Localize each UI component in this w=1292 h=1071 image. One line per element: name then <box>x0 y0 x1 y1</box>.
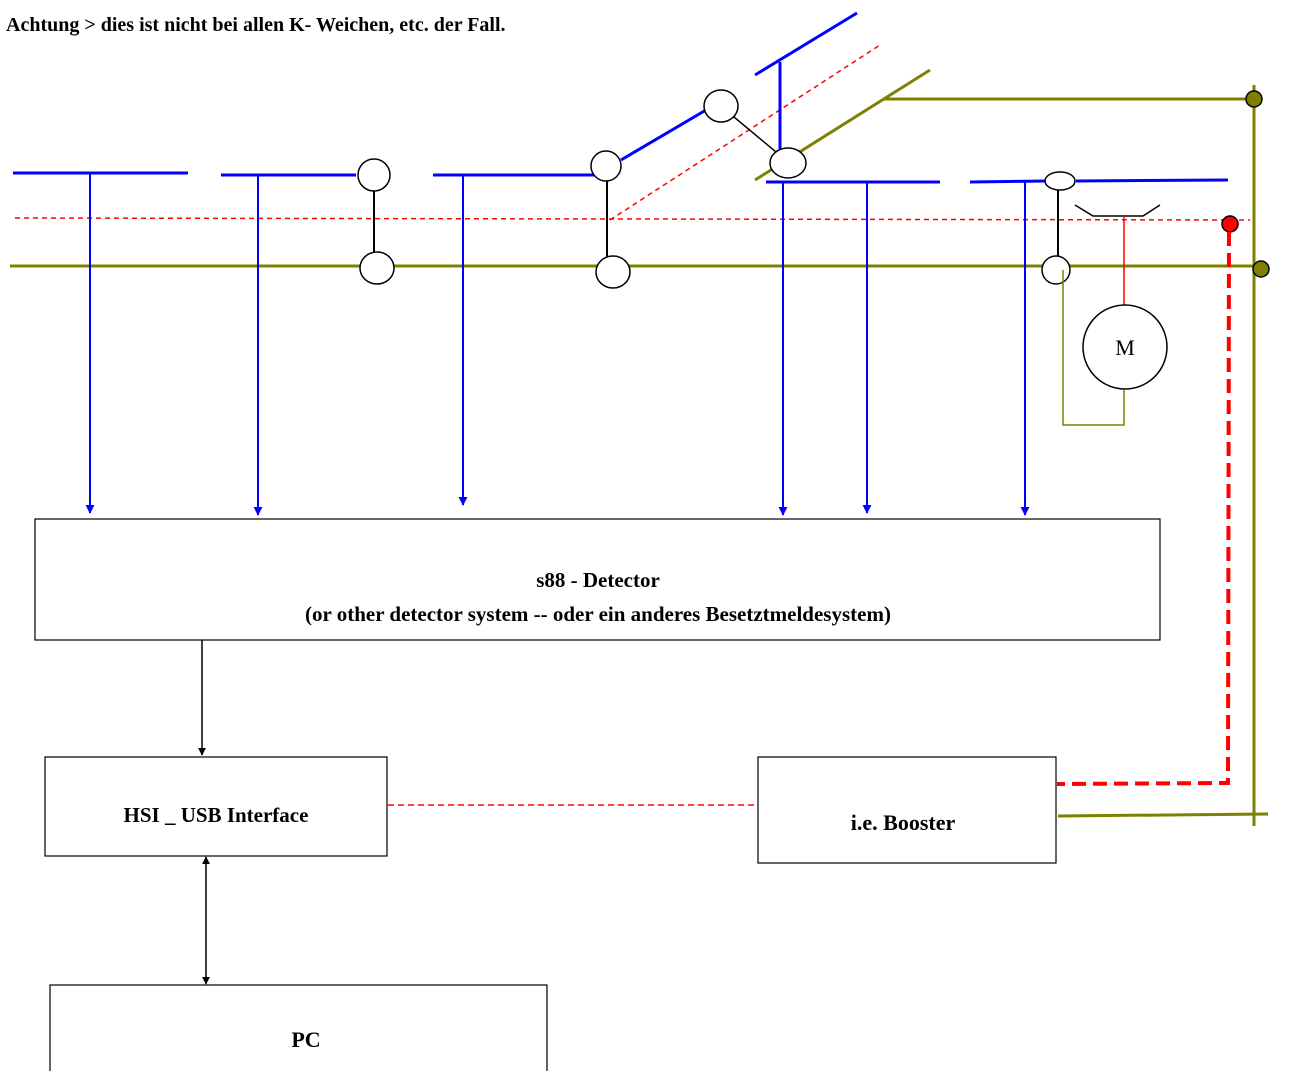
wheel-icon <box>703 89 739 123</box>
blue-rail-diagonal <box>620 108 707 162</box>
booster-label: i.e. Booster <box>851 810 956 835</box>
blue-rail-segments <box>13 11 1229 184</box>
motor-label: M <box>1115 335 1135 360</box>
terminal-dot-lower <box>1252 260 1270 278</box>
wheel-icon <box>590 150 622 182</box>
interface-box <box>44 756 388 857</box>
wheelsets <box>357 89 1076 289</box>
blue-rail-segment-5a <box>969 179 1047 184</box>
blue-rail-upper <box>754 11 858 77</box>
wheel-icon <box>769 147 807 179</box>
detector-arrows <box>85 173 1030 516</box>
motor-icon <box>1082 304 1168 390</box>
wheel-icon <box>1041 255 1071 285</box>
terminal-dot-upper <box>1245 90 1263 108</box>
terminal-dot-red <box>1221 215 1239 233</box>
wheel-icon <box>359 251 395 285</box>
booster-box <box>757 756 1057 864</box>
pc-label: PC <box>291 1027 320 1052</box>
pc-box <box>49 984 548 1071</box>
booster-red-feed <box>1056 231 1231 786</box>
detector-title: s88 - Detector <box>536 568 660 592</box>
warning-text: Achtung > dies ist nicht bei allen K- We… <box>6 14 506 36</box>
olive-booster-feed <box>1057 812 1269 818</box>
detector-box <box>34 518 1161 641</box>
pickup-contact <box>1074 204 1161 217</box>
track-signal-line <box>14 217 1251 221</box>
wheel-icon <box>595 255 631 289</box>
blue-rail-segment-5b <box>1075 178 1229 183</box>
wheel-icon <box>357 158 391 192</box>
detector-subtitle: (or other detector system -- oder ein an… <box>305 602 891 626</box>
interface-label: HSI _ USB Interface <box>124 803 309 827</box>
wheel-icon <box>1044 171 1076 191</box>
motor-return-wire <box>1062 270 1125 426</box>
turnout-signal-line <box>609 44 881 221</box>
